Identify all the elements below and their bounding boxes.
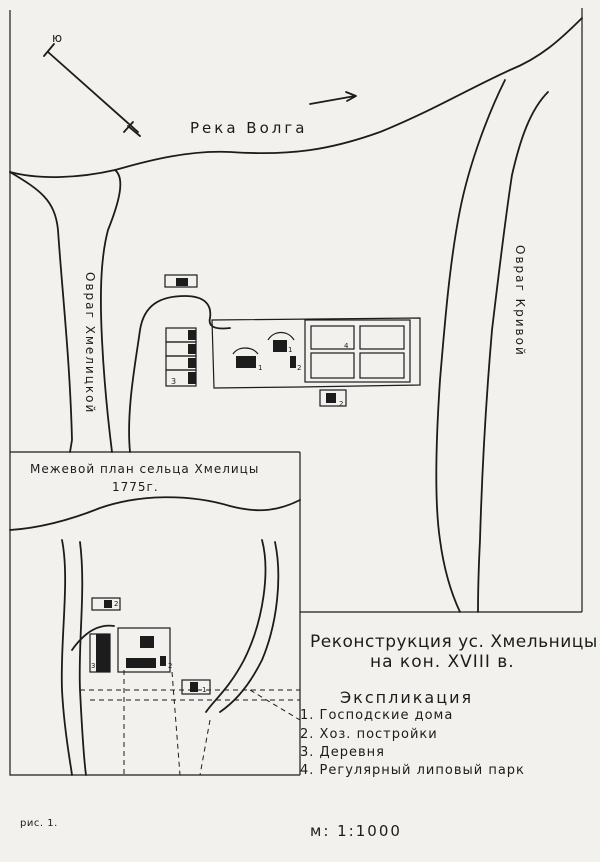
ravine-right-bank-inner [435, 79, 506, 613]
manor-enclosure [211, 317, 421, 389]
map-title-line1: Реконструкция ус. Хмельницы [310, 632, 598, 652]
legend-heading: Экспликация [340, 688, 474, 707]
inset-map: 2 3 4 2 1 [9, 496, 301, 776]
inset-label-top: 2 [114, 600, 118, 608]
ravine-right-label: Овраг Кривой [513, 245, 527, 357]
outbuilding [326, 393, 336, 403]
village-buildings: 3 [165, 327, 197, 387]
map-frame [9, 8, 583, 775]
label-main-house-right: 1 [288, 346, 292, 354]
outbuilding-outline [319, 389, 347, 407]
ravine-right-bank-outer [477, 91, 549, 613]
inset-label-park: 4 [148, 662, 153, 670]
compass-label: ю [52, 31, 62, 45]
ravine-left-label: Овраг Хмелицкой [83, 272, 97, 414]
inset-label-village: 3 [91, 662, 95, 670]
linden-park: 4 [304, 319, 411, 383]
legend-item-3: 3. Деревня [300, 745, 385, 760]
main-house-right [273, 340, 287, 352]
label-village: 3 [171, 377, 176, 386]
label-park: 4 [344, 342, 349, 350]
building-top [176, 278, 188, 286]
main-house-left [236, 356, 256, 368]
inset-label-service: 2 [168, 662, 172, 670]
river-label: Река Волга [190, 119, 307, 137]
label-outbuilding: 2 [339, 400, 343, 408]
legend-item-2: 2. Хоз. постройки [300, 727, 438, 742]
river-bank [9, 17, 583, 178]
building-top-outline [164, 274, 198, 288]
label-service-building: 2 [297, 364, 301, 372]
inset-label-outbuilding: 1 [202, 686, 206, 694]
scale-label: м: 1:1000 [310, 822, 402, 840]
legend-item-1: 1. Господские дома [300, 708, 454, 723]
river-direction-arrow [309, 91, 357, 105]
inset-frame [9, 452, 300, 776]
service-building [290, 356, 296, 368]
legend-item-4: 4. Регулярный липовый парк [300, 763, 525, 778]
main-house-left-arc [232, 347, 259, 355]
compass-arrow: ю [43, 31, 141, 137]
estate-plateau-outline [128, 295, 231, 453]
label-main-house-left: 1 [258, 364, 262, 372]
inset-year: 1775г. [112, 480, 159, 494]
map-title-line2: на кон. XVIII в. [370, 652, 515, 672]
figure-label: рис. 1. [20, 818, 58, 829]
ravine-left-bank-outer [9, 171, 73, 453]
ravine-left-bank-inner [100, 169, 122, 453]
main-house-right-arc [267, 331, 295, 341]
inset-title: Межевой план сельца Хмелицы [30, 462, 260, 476]
